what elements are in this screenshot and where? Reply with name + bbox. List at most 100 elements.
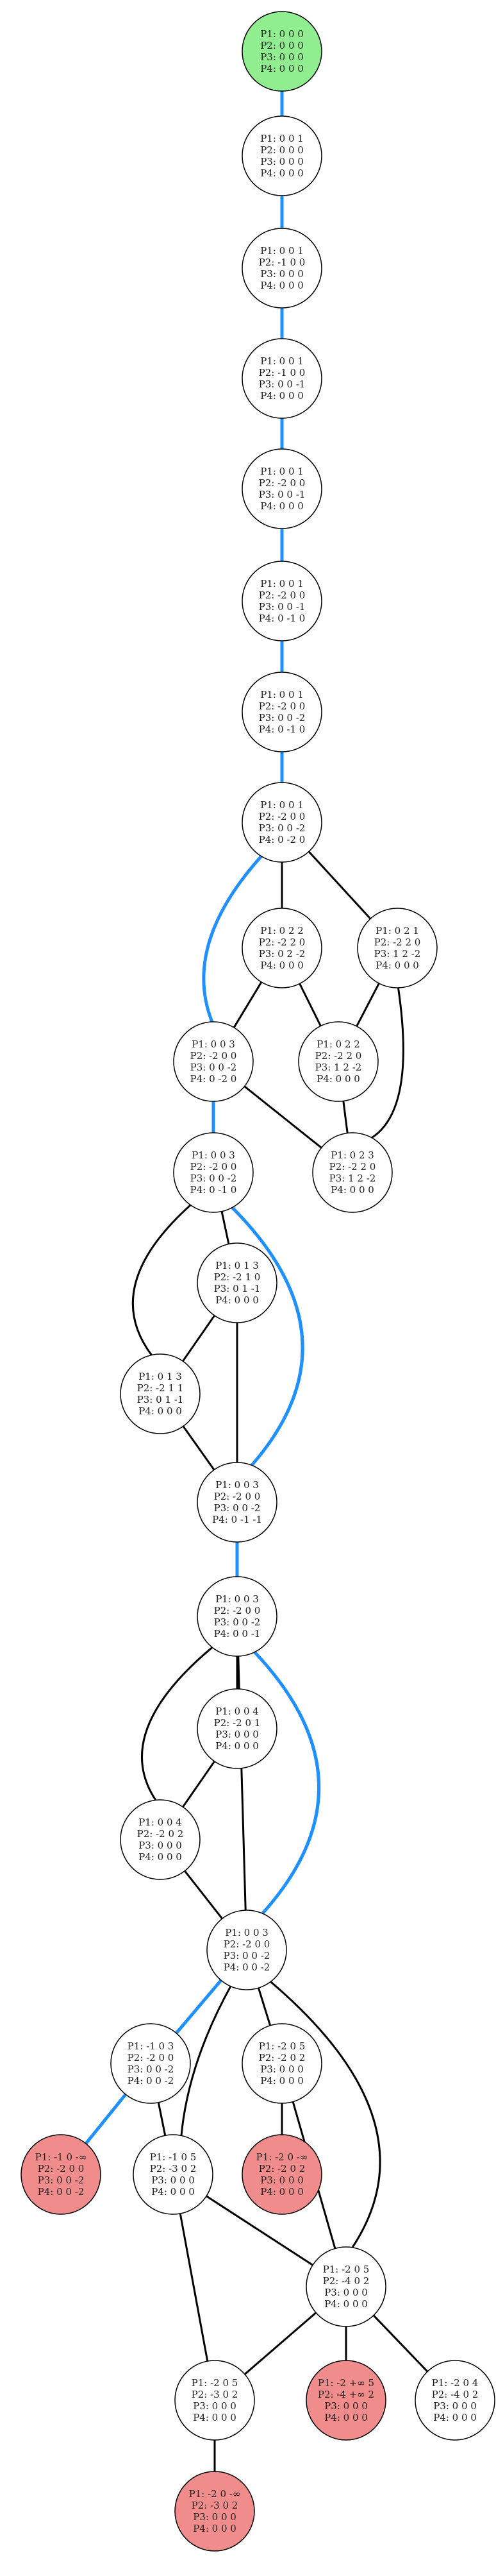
node-line: P3: 0 0 0	[260, 2063, 304, 2075]
node-line: P1: 0 0 4	[215, 1706, 259, 1717]
node-line: P1: -2 0 5	[192, 2377, 238, 2389]
tree-node-n11: P1: 0 2 2P2: -2 2 0P3: 1 2 -2P4: 0 0 0	[298, 1021, 379, 1102]
node-circle	[21, 2134, 101, 2215]
path-edge-n20-n21	[175, 1979, 222, 2035]
node-line: P2: -4 +∞ 2	[318, 2389, 374, 2400]
node-line: P4: 0 0 0	[324, 2298, 368, 2310]
node-line: P4: 0 -1 0	[259, 613, 306, 624]
node-line: P1: -2 0 -∞	[256, 2151, 308, 2163]
node-line: P3: 0 0 0	[151, 2174, 195, 2186]
edge-n17-n19	[141, 1647, 213, 1801]
tree-node-n19: P1: 0 0 4P2: -2 0 2P3: 0 0 0P4: 0 0 0	[120, 1799, 201, 1880]
node-circle	[197, 1576, 277, 1657]
node-line: P1: 0 0 3	[192, 1038, 235, 1050]
node-line: P4: 0 -2 0	[259, 834, 306, 845]
tree-node-n27: P1: -2 0 5P2: -3 0 2P3: 0 0 0P4: 0 0 0	[174, 2360, 255, 2441]
path-edge-n21-n23	[85, 2093, 127, 2145]
node-line: P1: 0 0 1	[260, 689, 304, 700]
node-circle	[110, 2023, 191, 2104]
node-circle	[357, 908, 438, 988]
node-line: P4: 0 0 0	[260, 63, 304, 74]
node-line: P1: 0 0 1	[260, 799, 304, 811]
edge-n14-n15	[182, 1315, 215, 1362]
tree-node-n24: P1: -1 0 5P2: -3 0 2P3: 0 0 0P4: 0 0 0	[133, 2134, 213, 2215]
node-circle	[242, 338, 322, 419]
node-line: P3: 0 0 -2	[259, 822, 306, 834]
tree-node-n30: P1: -2 0 -∞P2: -3 0 2P3: 0 0 0P4: 0 0 0	[174, 2471, 255, 2552]
edge-n9-n11	[356, 983, 380, 1027]
node-line: P2: -2 0 0	[259, 700, 306, 712]
edge-n26-n27	[244, 2312, 317, 2375]
node-line: P2: 0 0 0	[260, 144, 304, 156]
node-line: P3: 0 0 0	[138, 1840, 182, 1851]
edge-n19-n20	[184, 1870, 223, 1920]
node-circle	[242, 672, 322, 752]
tree-node-n7: P1: 0 0 1P2: -2 0 0P3: 0 0 -2P4: 0 -2 0	[242, 782, 322, 863]
node-line: P2: -4 0 2	[323, 2275, 370, 2287]
node-line: P1: 0 1 3	[138, 1371, 182, 1382]
path-edge-n7-n10	[202, 855, 263, 1022]
tree-node-n26: P1: -2 0 5P2: -4 0 2P3: 0 0 0P4: 0 0 0	[306, 2246, 386, 2327]
node-line: P3: 0 0 0	[193, 2511, 236, 2523]
node-line: P1: -2 0 4	[432, 2377, 479, 2389]
tree-node-n29: P1: -2 0 4P2: -4 0 2P3: 0 0 0P4: 0 0 0	[415, 2360, 495, 2441]
node-line: P1: -2 +∞ 5	[318, 2377, 374, 2389]
node-line: P1: 0 0 3	[225, 1927, 269, 1938]
node-circle	[242, 11, 322, 92]
node-line: P3: 0 1 -1	[214, 1283, 261, 1294]
node-circle	[174, 2360, 255, 2441]
tree-node-n3: P1: 0 0 1P2: -1 0 0P3: 0 0 -1P4: 0 0 0	[242, 338, 322, 419]
node-line: P2: -2 0 0	[224, 1938, 270, 1950]
edge-n18-n19	[182, 1761, 215, 1808]
node-line: P2: -2 0 0	[190, 1050, 237, 1062]
node-circle	[242, 782, 322, 863]
node-line: P4: 0 0 0	[138, 1851, 182, 1863]
node-circle	[133, 2134, 213, 2215]
node-circle	[174, 2471, 255, 2552]
node-line: P2: -4 0 2	[432, 2389, 479, 2400]
tree-node-n8: P1: 0 2 2P2: -2 2 0P3: 0 2 -2P4: 0 0 0	[242, 908, 322, 988]
node-line: P2: -2 0 0	[259, 477, 306, 489]
edge-n8-n11	[299, 983, 322, 1027]
node-line: P4: 0 0 0	[260, 280, 304, 291]
node-line: P3: 0 0 -2	[224, 1950, 270, 1962]
tree-node-n18: P1: 0 0 4P2: -2 0 1P3: 0 0 0P4: 0 0 0	[197, 1688, 277, 1769]
node-line: P4: 0 0 -2	[224, 1962, 270, 1973]
node-line: P2: -2 0 2	[137, 1828, 184, 1840]
node-circle	[242, 908, 322, 988]
node-circle	[173, 1132, 254, 1213]
node-line: P4: 0 0 -2	[128, 2075, 174, 2087]
node-line: P4: 0 0 0	[215, 1294, 259, 1306]
node-line: P2: -2 0 0	[259, 589, 306, 601]
tree-node-n12: P1: 0 0 3P2: -2 0 0P3: 0 0 -2P4: 0 -1 0	[173, 1132, 254, 1213]
node-circle	[242, 561, 322, 641]
node-line: P1: -1 0 5	[150, 2151, 197, 2163]
node-circle	[197, 1688, 277, 1769]
node-line: P4: 0 0 0	[193, 2523, 236, 2534]
node-circle	[242, 115, 322, 196]
edge-n24-n26	[206, 2195, 313, 2266]
edge-n9-n13	[371, 987, 404, 1139]
node-line: P3: 0 0 -2	[38, 2174, 85, 2186]
node-line: P2: -2 0 0	[259, 811, 306, 822]
node-line: P2: -3 0 2	[192, 2500, 238, 2511]
node-line: P3: 0 0 -1	[259, 378, 306, 390]
tree-node-n23: P1: -1 0 -∞P2: -2 0 0P3: 0 0 -2P4: 0 0 -…	[21, 2134, 101, 2215]
node-line: P3: 0 0 -1	[259, 601, 306, 613]
tree-node-n1: P1: 0 0 1P2: 0 0 0P3: 0 0 0P4: 0 0 0	[242, 115, 322, 196]
node-line: P1: 0 2 2	[317, 1038, 360, 1050]
tree-node-n6: P1: 0 0 1P2: -2 0 0P3: 0 0 -2P4: 0 -1 0	[242, 672, 322, 752]
path-edge-n17-n20	[253, 1650, 321, 1915]
node-line: P3: 0 0 0	[324, 2287, 368, 2298]
node-line: P2: -2 1 0	[214, 1271, 261, 1283]
node-line: P4: 0 -1 0	[259, 724, 306, 735]
node-line: P2: -2 0 1	[214, 1717, 261, 1729]
node-line: P2: -2 2 0	[259, 936, 306, 948]
node-line: P3: 0 0 0	[215, 1729, 259, 1740]
edge-n10-n13	[244, 1085, 322, 1149]
edge-n20-n22	[257, 1987, 272, 2026]
node-line: P4: 0 0 0	[331, 1184, 374, 1196]
edge-n20-n24	[180, 1985, 232, 2136]
node-line: P4: 0 0 -2	[38, 2186, 85, 2198]
